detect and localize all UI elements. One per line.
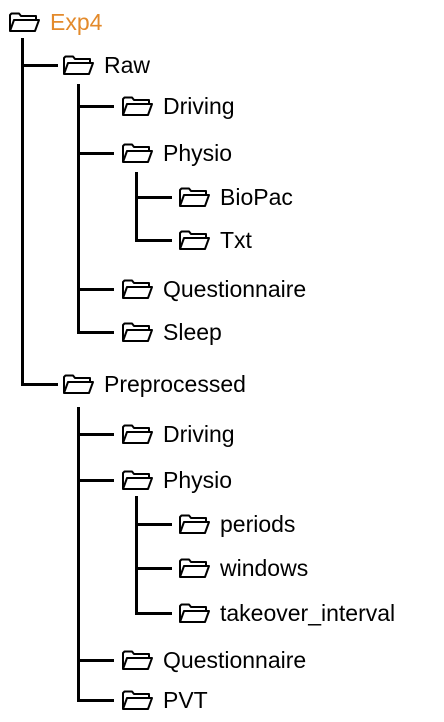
folder-node-takeover-interval[interactable]: takeover_interval bbox=[178, 600, 395, 626]
connector-root-vertical bbox=[21, 38, 24, 384]
folder-icon bbox=[8, 10, 40, 34]
connector-raw-physio-vertical bbox=[135, 172, 138, 240]
folder-label-windows: windows bbox=[220, 555, 309, 581]
folder-icon bbox=[121, 141, 153, 165]
folder-icon bbox=[178, 556, 210, 580]
folder-label-txt: Txt bbox=[220, 227, 252, 253]
connector-pre-physio-vertical bbox=[135, 496, 138, 615]
folder-label-raw-physio: Physio bbox=[163, 140, 233, 166]
connector-raw-physio-horizontal bbox=[77, 152, 114, 155]
folder-node-preprocessed[interactable]: Preprocessed bbox=[62, 371, 246, 397]
folder-label-sleep: Sleep bbox=[163, 319, 222, 345]
folder-icon bbox=[178, 228, 210, 252]
folder-label-takeover-interval: takeover_interval bbox=[220, 600, 396, 626]
folder-label-pvt: PVT bbox=[163, 687, 208, 713]
folder-label-pre-physio: Physio bbox=[163, 467, 233, 493]
folder-icon bbox=[178, 512, 210, 536]
folder-node-raw-questionnaire[interactable]: Questionnaire bbox=[121, 276, 306, 302]
folder-node-pvt[interactable]: PVT bbox=[121, 687, 208, 713]
connector-biopac-horizontal bbox=[135, 196, 172, 199]
folder-label-preprocessed: Preprocessed bbox=[104, 371, 246, 397]
folder-node-periods[interactable]: periods bbox=[178, 511, 295, 537]
connector-sleep-horizontal bbox=[77, 331, 114, 334]
folder-node-raw[interactable]: Raw bbox=[62, 52, 150, 78]
folder-label-raw: Raw bbox=[104, 52, 151, 78]
folder-node-pre-driving[interactable]: Driving bbox=[121, 421, 235, 447]
folder-icon bbox=[121, 648, 153, 672]
folder-icon bbox=[121, 277, 153, 301]
folder-icon bbox=[121, 422, 153, 446]
folder-icon bbox=[62, 372, 94, 396]
folder-label-root: Exp4 bbox=[50, 9, 103, 35]
connector-raw-horizontal bbox=[21, 64, 58, 67]
connector-windows-horizontal bbox=[135, 567, 172, 570]
connector-periods-horizontal bbox=[135, 523, 172, 526]
connector-pre-questionnaire-horizontal bbox=[77, 659, 114, 662]
folder-label-raw-driving: Driving bbox=[163, 93, 235, 119]
folder-node-root[interactable]: Exp4 bbox=[8, 9, 102, 35]
connector-pre-driving-horizontal bbox=[77, 433, 114, 436]
folder-node-biopac[interactable]: BioPac bbox=[178, 184, 293, 210]
folder-icon bbox=[121, 688, 153, 712]
folder-label-periods: periods bbox=[220, 511, 296, 537]
folder-node-pre-physio[interactable]: Physio bbox=[121, 467, 232, 493]
folder-node-pre-questionnaire[interactable]: Questionnaire bbox=[121, 647, 306, 673]
connector-preprocessed-vertical bbox=[77, 407, 80, 702]
folder-icon bbox=[178, 185, 210, 209]
connector-pvt-horizontal bbox=[77, 699, 114, 702]
folder-node-txt[interactable]: Txt bbox=[178, 227, 252, 253]
folder-label-pre-questionnaire: Questionnaire bbox=[163, 647, 307, 673]
folder-icon bbox=[121, 468, 153, 492]
folder-icon bbox=[178, 601, 210, 625]
folder-node-raw-driving[interactable]: Driving bbox=[121, 93, 235, 119]
folder-label-pre-driving: Driving bbox=[163, 421, 235, 447]
connector-preprocessed-horizontal bbox=[21, 383, 58, 386]
folder-node-windows[interactable]: windows bbox=[178, 555, 308, 581]
connector-raw-vertical bbox=[77, 84, 80, 332]
connector-raw-questionnaire-horizontal bbox=[77, 288, 114, 291]
folder-label-biopac: BioPac bbox=[220, 184, 293, 210]
connector-pre-physio-horizontal bbox=[77, 479, 114, 482]
folder-icon bbox=[62, 53, 94, 77]
folder-icon bbox=[121, 94, 153, 118]
folder-node-raw-physio[interactable]: Physio bbox=[121, 140, 232, 166]
connector-takeover-horizontal bbox=[135, 612, 172, 615]
folder-node-sleep[interactable]: Sleep bbox=[121, 319, 222, 345]
connector-txt-horizontal bbox=[135, 239, 172, 242]
folder-icon bbox=[121, 320, 153, 344]
folder-label-raw-questionnaire: Questionnaire bbox=[163, 276, 307, 302]
connector-raw-driving-horizontal bbox=[77, 105, 114, 108]
